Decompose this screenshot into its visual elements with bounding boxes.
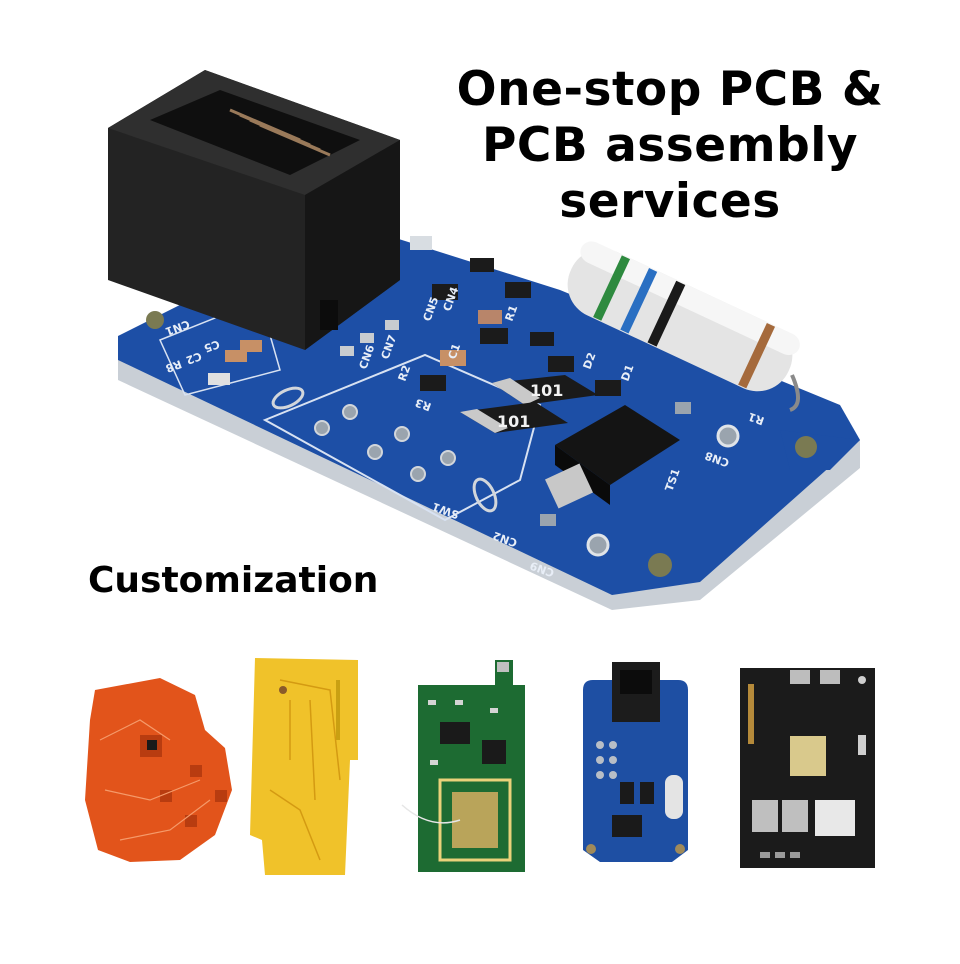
silk-c5: C5 xyxy=(202,337,221,355)
chip-resistor-2: 101 xyxy=(460,402,568,433)
silk-d2: D2 xyxy=(581,351,599,371)
customization-label: Customization xyxy=(88,560,379,601)
silk-r2: R2 xyxy=(396,363,414,383)
silk-c2: C2 xyxy=(184,349,203,367)
rj-connector xyxy=(108,70,400,350)
sample-board-black xyxy=(740,668,875,868)
sample-board-blue xyxy=(583,662,688,862)
sample-board-orange xyxy=(85,678,232,862)
headline-line-1: One-stop PCB & xyxy=(456,62,884,117)
silk-r1b: R1 xyxy=(746,410,766,428)
resistor-marking-2: 101 xyxy=(497,412,530,431)
resistor-marking-1: 101 xyxy=(530,381,563,400)
power-transistor xyxy=(545,405,680,509)
silk-d1: D1 xyxy=(619,363,637,383)
headline-line-3: services xyxy=(559,174,781,229)
silk-c1: C1 xyxy=(446,342,464,361)
headline-line-2: PCB assembly xyxy=(481,118,859,173)
silk-r3: R3 xyxy=(413,396,433,414)
sample-board-green xyxy=(401,660,525,872)
chip-resistor-1: 101 xyxy=(492,375,598,405)
silk-r8: R8 xyxy=(164,357,184,375)
sample-board-yellow xyxy=(250,658,358,875)
silk-r1a: R1 xyxy=(503,303,521,323)
power-resistor xyxy=(567,241,800,412)
headline: One-stop PCB & PCB assembly services xyxy=(430,62,910,230)
